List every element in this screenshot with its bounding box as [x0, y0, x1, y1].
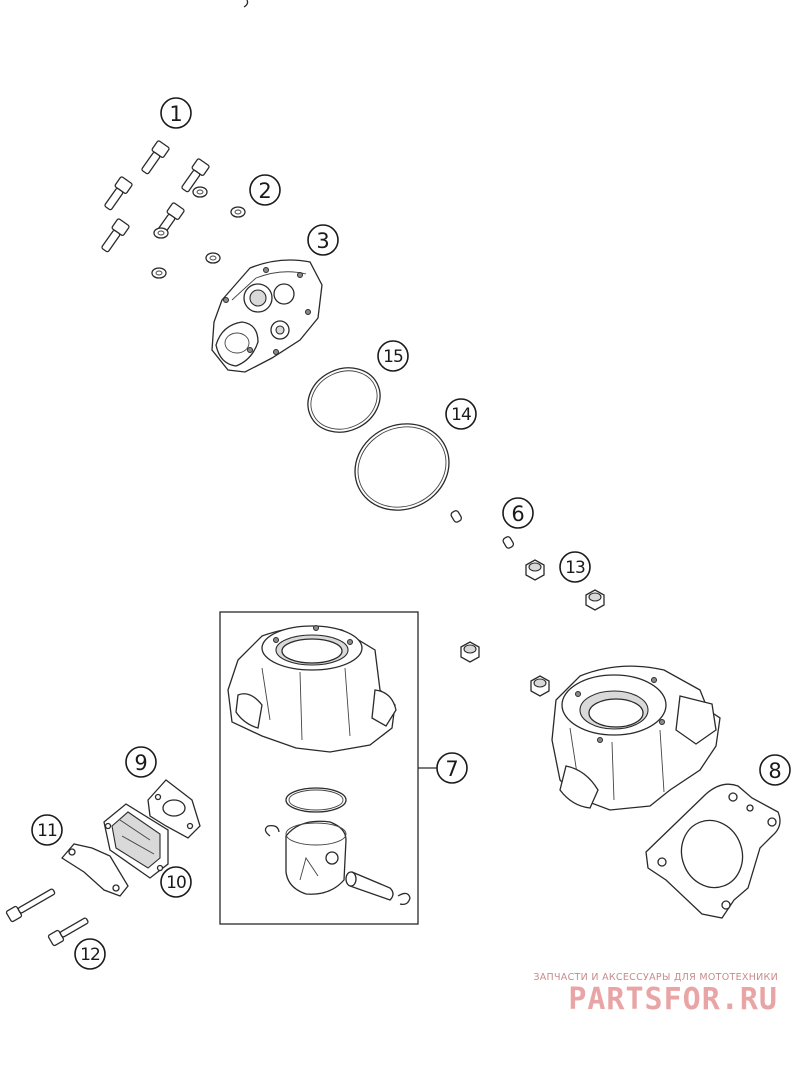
callout-10: 10 — [160, 866, 192, 898]
watermark-subtitle: ЗАПЧАСТИ И АКСЕССУАРЫ ДЛЯ МОТОТЕХНИКИ — [533, 972, 778, 983]
callout-15-label: 15 — [383, 347, 403, 367]
o-ring-small — [307, 367, 381, 433]
callout-6-label: 6 — [511, 502, 524, 526]
callout-2-label: 2 — [258, 179, 271, 203]
watermark: ЗАПЧАСТИ И АКСЕССУАРЫ ДЛЯ МОТОТЕХНИКИ PA… — [478, 972, 778, 1017]
callout-13-label: 13 — [565, 558, 585, 578]
head-bolts — [101, 140, 210, 253]
callout-6: 6 — [502, 497, 534, 529]
callout-7-label: 7 — [445, 757, 458, 781]
o-ring-large-inner — [357, 426, 447, 508]
circlip-right — [397, 892, 411, 906]
callout-1-label: 1 — [169, 102, 182, 126]
cylinder-nuts — [460, 559, 605, 697]
callout-8: 8 — [759, 754, 791, 786]
cylinder-in-kit — [227, 625, 397, 753]
callout-11: 11 — [31, 814, 63, 846]
piston — [285, 820, 347, 895]
cylinder-head — [211, 259, 323, 373]
callout-1: 1 — [160, 97, 192, 129]
watermark-brand: PARTSFOR.RU — [568, 982, 778, 1017]
base-gasket — [645, 783, 781, 919]
callout-8-label: 8 — [768, 759, 781, 783]
head-washers — [151, 186, 246, 279]
callout-14: 14 — [445, 398, 477, 430]
piston-ring — [285, 787, 347, 813]
callout-3: 3 — [307, 224, 339, 256]
callout-2: 2 — [249, 174, 281, 206]
callout-7: 7 — [436, 752, 468, 784]
intake-gasket — [147, 779, 201, 839]
callout-11-label: 11 — [37, 821, 57, 841]
o-ring-large — [354, 423, 450, 511]
callout-13: 13 — [559, 551, 591, 583]
o-ring-small-inner — [310, 370, 378, 430]
cylinder — [551, 665, 721, 811]
callout-9: 9 — [125, 746, 157, 778]
flange-bolts — [5, 888, 89, 947]
stray-mark — [243, 0, 249, 8]
callout-15: 15 — [377, 340, 409, 372]
callout-12-label: 12 — [80, 945, 100, 965]
callout-14-label: 14 — [451, 405, 471, 425]
callout-9-label: 9 — [134, 751, 147, 775]
circlip-left — [264, 824, 280, 837]
callout-12: 12 — [74, 938, 106, 970]
callout-10-label: 10 — [166, 873, 186, 893]
callout-3-label: 3 — [316, 229, 329, 253]
piston-pin — [345, 871, 394, 901]
reed-valve-block — [103, 803, 169, 879]
dowel-pins — [450, 510, 515, 549]
intake-flange — [61, 843, 129, 897]
